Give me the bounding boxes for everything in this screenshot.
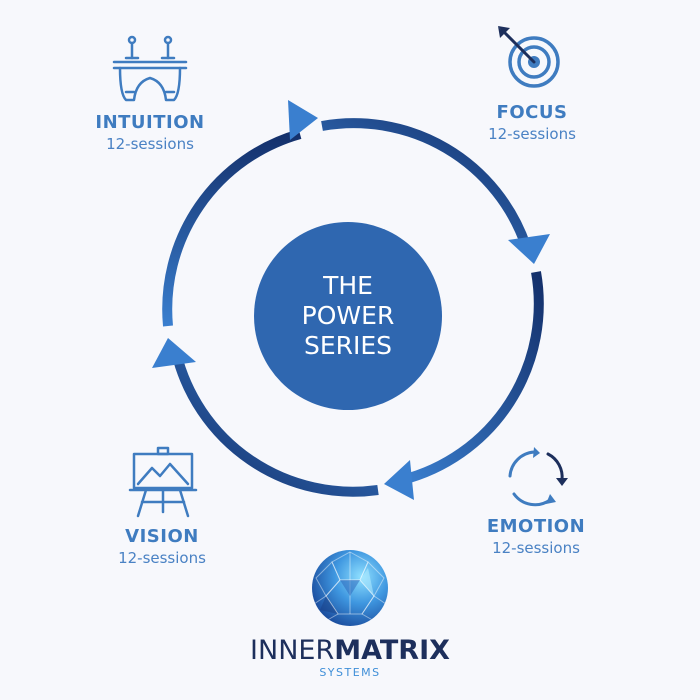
center-circle: THE POWER SERIES bbox=[254, 222, 442, 410]
brand-name: INNERMATRIX bbox=[200, 636, 500, 666]
node-intuition: INTUITION 12-sessions bbox=[80, 112, 220, 153]
cycle-arrows-icon bbox=[508, 447, 568, 507]
target-icon bbox=[498, 26, 560, 88]
focus-title: FOCUS bbox=[496, 102, 568, 123]
brand-tagline: SYSTEMS bbox=[319, 666, 381, 679]
center-line-3: SERIES bbox=[303, 331, 393, 360]
arrowhead-right bbox=[508, 234, 550, 264]
vision-subtitle: 12-sessions bbox=[118, 549, 206, 567]
arc-bottom-to-left bbox=[171, 350, 379, 497]
arrowhead-bottom bbox=[384, 460, 414, 500]
arrowhead-top bbox=[288, 100, 318, 140]
easel-icon bbox=[128, 446, 198, 518]
brand-name-bold: MATRIX bbox=[334, 635, 450, 666]
bridge-icon bbox=[112, 35, 188, 102]
arc-right-to-bottom bbox=[400, 271, 544, 485]
emotion-subtitle: 12-sessions bbox=[492, 539, 580, 557]
intuition-title: INTUITION bbox=[95, 112, 205, 133]
arrowhead-left bbox=[152, 338, 196, 368]
intuition-subtitle: 12-sessions bbox=[106, 135, 194, 153]
arc-left-to-top bbox=[162, 129, 302, 327]
geodesic-sphere-logo bbox=[312, 550, 388, 626]
center-line-2: POWER bbox=[301, 301, 395, 330]
node-focus: FOCUS 12-sessions bbox=[462, 102, 602, 143]
focus-subtitle: 12-sessions bbox=[488, 125, 576, 143]
emotion-title: EMOTION bbox=[486, 516, 586, 537]
vision-title: VISION bbox=[125, 526, 199, 547]
brand-name-light: INNER bbox=[250, 635, 335, 666]
brand-block: INNERMATRIX SYSTEMS bbox=[200, 636, 500, 680]
center-line-1: THE bbox=[323, 271, 373, 300]
node-emotion: EMOTION 12-sessions bbox=[466, 516, 606, 557]
arc-top-to-right bbox=[321, 118, 531, 248]
node-vision: VISION 12-sessions bbox=[92, 526, 232, 567]
